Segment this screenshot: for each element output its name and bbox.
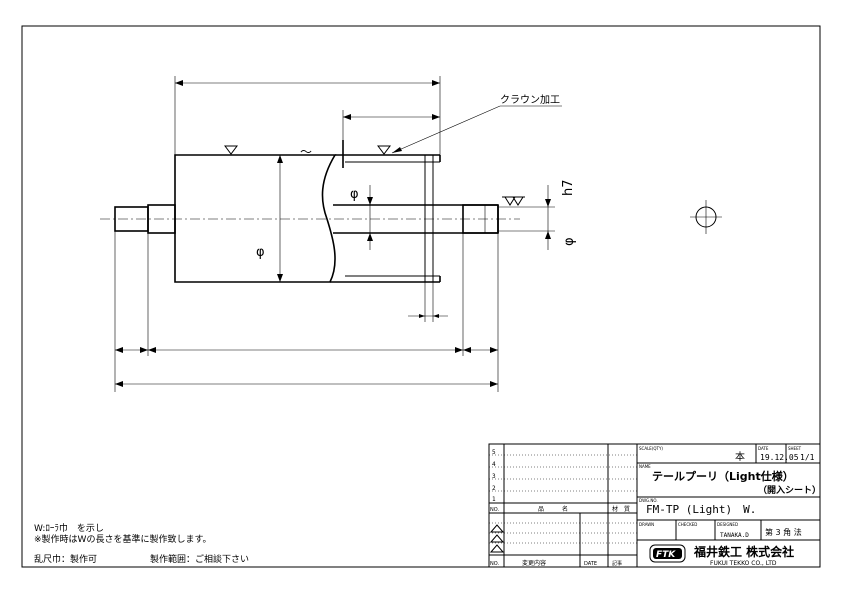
svg-text:品 名: 品 名	[538, 505, 568, 513]
svg-text:SCALE(QTY): SCALE(QTY)	[639, 446, 663, 451]
title-block: SCALE(QTY) 本 DATE 19.12.05 SHEET 1/1 NAM…	[636, 443, 821, 568]
crown-note: クラウン加工	[500, 94, 560, 106]
svg-text:変更内容: 変更内容	[522, 559, 546, 567]
svg-text:NO.: NO.	[490, 507, 499, 513]
pulley-drawing: ～ クラウン加工 φ φ h7 φ	[100, 76, 577, 392]
end-plate	[424, 154, 434, 283]
company-name: 福井鉄工 株式会社	[693, 544, 794, 559]
drum-body	[174, 154, 337, 283]
svg-text:2: 2	[492, 485, 496, 492]
svg-text:材 質: 材 質	[612, 505, 630, 513]
svg-text:1: 1	[492, 496, 496, 503]
quantity-value: 本	[735, 450, 745, 463]
note-line-1: W:ﾛｰﾗ巾 を示し	[34, 522, 104, 534]
drawing-subtitle: （開入シート）	[758, 485, 821, 496]
drawing-title: テールプーリ（Light仕様）	[652, 469, 794, 483]
svg-text:DRAWN: DRAWN	[639, 522, 654, 527]
centering-mark	[690, 200, 722, 234]
svg-text:DATE: DATE	[584, 561, 597, 567]
finish-mark	[224, 145, 238, 155]
svg-text:5: 5	[492, 449, 496, 456]
designer-name: TANAKA.D	[720, 532, 749, 539]
finish-mark	[377, 145, 391, 155]
note-line-3b: 製作範囲：ご相談下さい	[150, 553, 249, 565]
svg-text:記事: 記事	[612, 560, 622, 567]
svg-text:NAME: NAME	[639, 464, 651, 469]
svg-text:SHEET: SHEET	[788, 446, 802, 451]
svg-text:3: 3	[492, 473, 496, 480]
note-line-2: ※製作時はWの長さを基準に製作致します。	[34, 533, 212, 545]
svg-text:φ: φ	[350, 187, 359, 202]
svg-text:DWG.NO.: DWG.NO.	[639, 498, 658, 503]
note-line-3a: 乱尺巾：製作可	[34, 553, 97, 565]
projection-method: 第 3 角 法	[765, 527, 802, 537]
svg-text:NO.: NO.	[490, 561, 499, 567]
company-logo	[649, 544, 686, 563]
logo-text: FTK	[656, 550, 676, 560]
drawing-number: FM-TP (Light) W.	[646, 503, 756, 516]
sheet-value: 1/1	[800, 453, 815, 462]
crown-leader	[391, 105, 501, 154]
drum-diameter-symbol: φ	[256, 245, 265, 260]
company-name-en: FUKUI TEKKO CO., LTD	[710, 560, 777, 567]
notes: W:ﾛｰﾗ巾 を示し ※製作時はWの長さを基準に製作致します。 乱尺巾：製作可 …	[34, 522, 249, 565]
svg-text:CHECKED: CHECKED	[678, 522, 697, 527]
shaft-diameter-symbol: φ	[562, 237, 577, 246]
svg-text:DESIGNED: DESIGNED	[717, 522, 738, 527]
svg-text:DATE: DATE	[758, 446, 769, 451]
svg-text:4: 4	[492, 461, 496, 468]
date-value: 19.12.05	[760, 453, 799, 462]
tilde-mark: ～	[300, 145, 312, 159]
drawing-frame	[21, 25, 821, 568]
parts-block: 5 4 3 2 1 NO. 品 名 材 質 NO. 変更内容 DATE 記事	[488, 443, 638, 568]
shaft-tolerance: h7	[561, 179, 576, 196]
